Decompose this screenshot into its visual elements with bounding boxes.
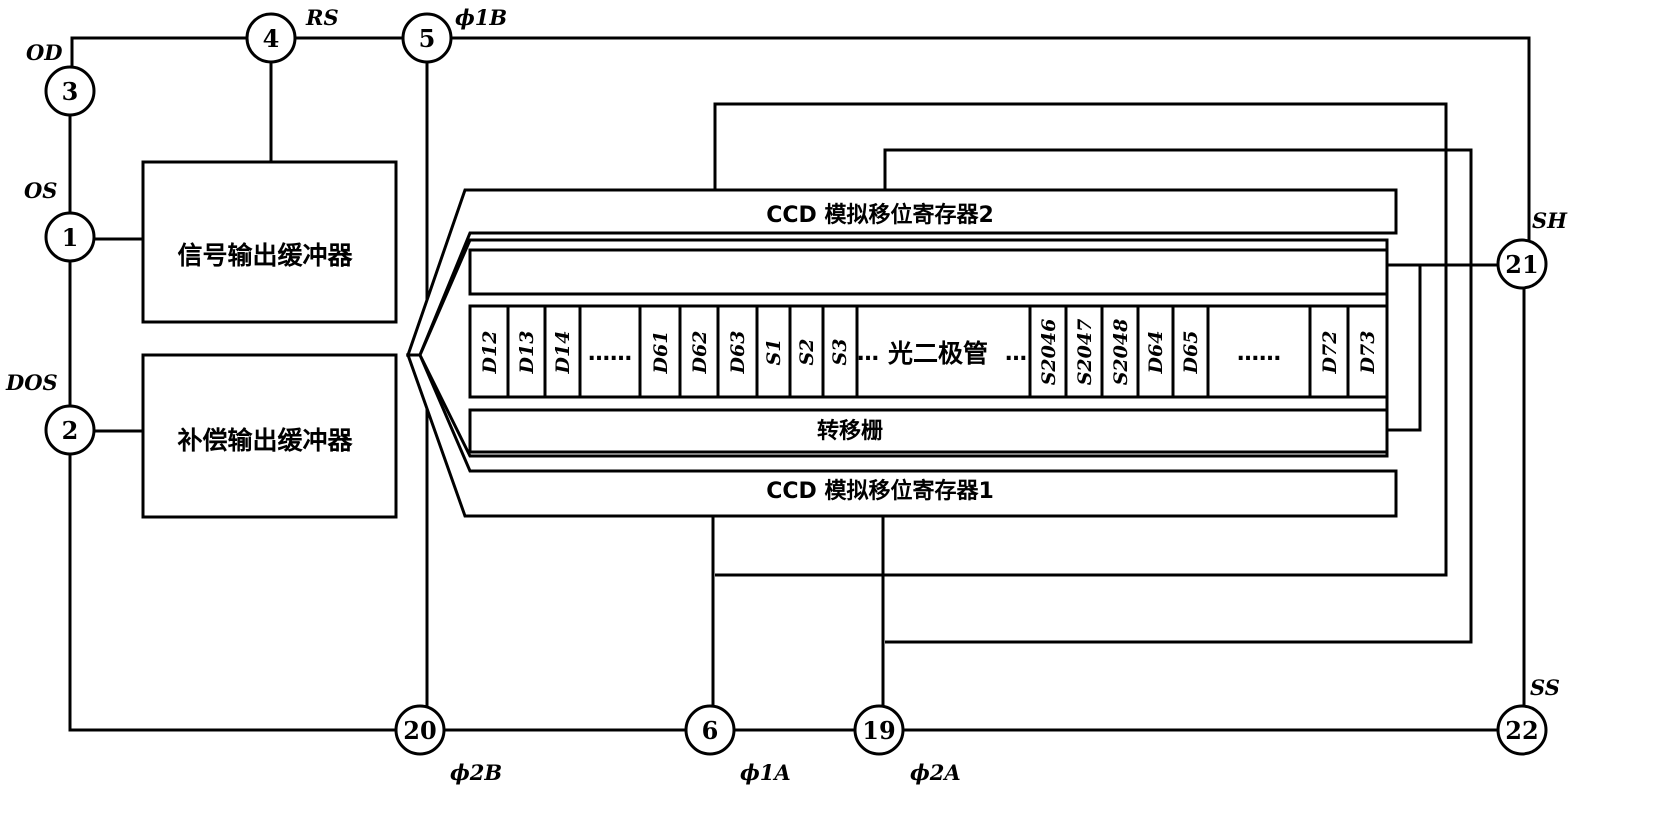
svg-text:信号输出缓冲器: 信号输出缓冲器 bbox=[177, 241, 353, 270]
svg-text:22: 22 bbox=[1505, 716, 1538, 745]
cell-S2046: S2046 bbox=[1038, 319, 1060, 386]
cell-D65: D65 bbox=[1180, 331, 1202, 375]
cell-S2047: S2047 bbox=[1074, 319, 1096, 386]
pin-label-DOS: DOS bbox=[5, 370, 58, 395]
cell-D13: D13 bbox=[516, 331, 538, 375]
svg-text:1: 1 bbox=[62, 223, 79, 252]
cell-D64: D64 bbox=[1145, 331, 1167, 375]
svg-text:CCD 模拟移位寄存器1: CCD 模拟移位寄存器1 bbox=[766, 478, 994, 504]
svg-text:6: 6 bbox=[702, 716, 719, 745]
cell-dividers bbox=[506, 306, 1350, 397]
pin-22: 22 SS bbox=[1496, 675, 1560, 756]
cell-D72: D72 bbox=[1319, 331, 1341, 375]
cell-S2048: S2048 bbox=[1110, 319, 1132, 386]
pin-2: 2 DOS bbox=[5, 370, 96, 456]
cell-S3: S3 bbox=[829, 339, 851, 366]
cell-S1: S1 bbox=[763, 339, 785, 366]
pin-label-phi2A: ϕ2A bbox=[910, 760, 961, 785]
cell-D12: D12 bbox=[479, 331, 501, 375]
cell-D61: D61 bbox=[650, 331, 672, 375]
shift-gate bbox=[468, 248, 1389, 296]
pin-label-RS: RS bbox=[305, 5, 339, 30]
wires bbox=[68, 36, 1531, 732]
pin-label-OD: OD bbox=[26, 40, 63, 65]
transfer-gate: 转移栅 bbox=[468, 408, 1389, 454]
svg-text:4: 4 bbox=[263, 24, 280, 53]
cell-dots-right: … bbox=[1005, 341, 1027, 366]
pin-label-OS: OS bbox=[24, 178, 57, 203]
svg-text:补偿输出缓冲器: 补偿输出缓冲器 bbox=[177, 426, 353, 455]
svg-text:5: 5 bbox=[419, 24, 436, 53]
cell-ellipsis-right: …… bbox=[1237, 341, 1281, 366]
pin-6: 6 ϕ1A bbox=[684, 704, 791, 785]
svg-text:20: 20 bbox=[403, 716, 436, 745]
pin-label-phi2B: ϕ2B bbox=[450, 760, 502, 785]
cell-ellipsis-left: …… bbox=[588, 341, 632, 366]
pin-4: 4 RS bbox=[245, 5, 339, 64]
svg-text:3: 3 bbox=[62, 77, 79, 106]
svg-text:21: 21 bbox=[1505, 250, 1538, 279]
pin-21: 21 SH bbox=[1496, 208, 1568, 290]
cell-D14: D14 bbox=[552, 331, 574, 375]
photodiode-cells: D12 D13 D14 …… D61 D62 D63 S1 S2 S3 … 光二… bbox=[468, 304, 1389, 399]
svg-text:19: 19 bbox=[862, 716, 895, 745]
pin-label-SH: SH bbox=[1532, 208, 1568, 233]
pin-3: 3 OD bbox=[26, 40, 96, 117]
cell-D62: D62 bbox=[689, 331, 711, 375]
pin-label-phi1B: ϕ1B bbox=[455, 5, 507, 30]
cell-D73: D73 bbox=[1357, 331, 1379, 375]
pin-label-SS: SS bbox=[1530, 675, 1560, 700]
pin-20: 20 ϕ2B bbox=[394, 704, 502, 785]
pin-1: 1 OS bbox=[24, 178, 96, 263]
svg-text:2: 2 bbox=[62, 416, 79, 445]
cell-dots-left: … bbox=[857, 341, 879, 366]
signal-output-buffer: 信号输出缓冲器 bbox=[141, 160, 398, 324]
cell-S2: S2 bbox=[796, 339, 818, 366]
svg-text:CCD 模拟移位寄存器2: CCD 模拟移位寄存器2 bbox=[766, 202, 994, 228]
pin-label-phi1A: ϕ1A bbox=[740, 760, 791, 785]
svg-text:转移栅: 转移栅 bbox=[817, 418, 883, 444]
pin-19: 19 ϕ2A bbox=[853, 704, 961, 785]
pin-5: 5 ϕ1B bbox=[401, 5, 507, 64]
photodiode-label: 光二极管 bbox=[887, 339, 988, 368]
compensation-output-buffer: 补偿输出缓冲器 bbox=[141, 353, 398, 519]
cell-D63: D63 bbox=[727, 331, 749, 375]
